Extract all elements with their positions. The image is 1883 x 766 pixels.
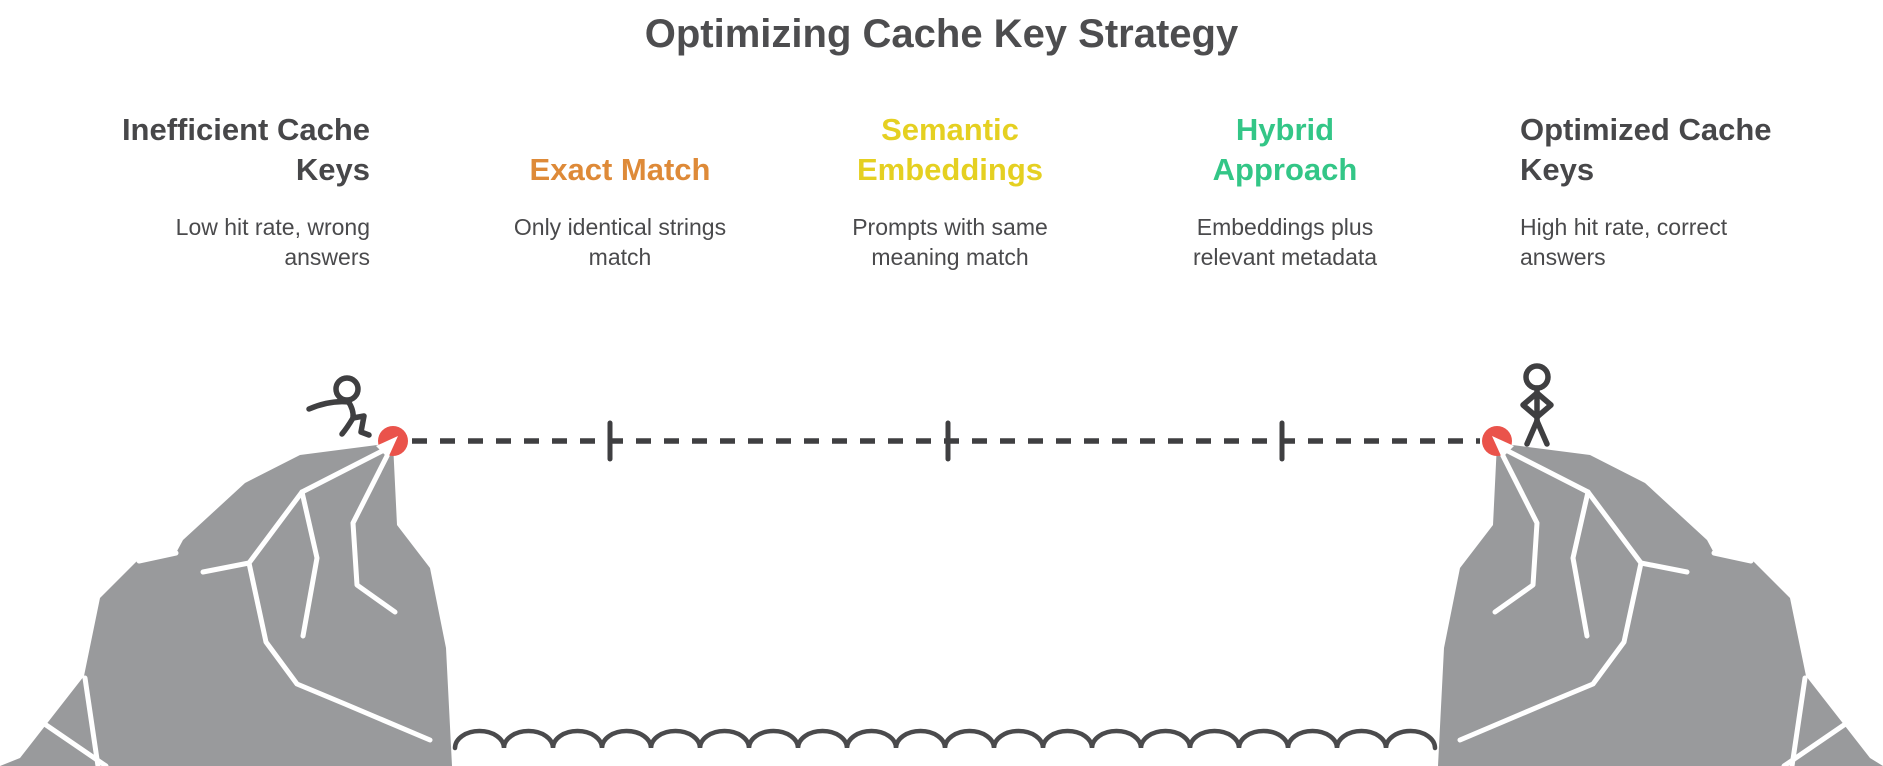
right-cliff [1438, 443, 1883, 766]
start-marker [376, 426, 408, 458]
stage-label-box: Hybrid Approach [1120, 106, 1450, 190]
stage-label-box: Exact Match [455, 106, 785, 190]
stage-exact-match: Exact Match Only identical strings match [455, 106, 785, 272]
figure-head [1523, 363, 1551, 391]
left-cliff [0, 443, 452, 766]
stage-label-box: Semantic Embeddings [785, 106, 1115, 190]
stage-description: Only identical strings match [513, 214, 727, 270]
stick-figure-standing-icon [1520, 363, 1554, 447]
stage-label: Exact Match [529, 152, 711, 187]
left-cliff-rock [0, 443, 452, 766]
tightrope [412, 420, 1480, 462]
right-cliff-rock [1438, 443, 1883, 766]
stage-label: Hybrid Approach [1212, 112, 1358, 187]
stage-label: Optimized Cache Keys [1520, 112, 1772, 187]
stage-hybrid-approach: Hybrid Approach Embeddings plus relevant… [1120, 106, 1450, 272]
start-marker-arrow-icon [376, 436, 398, 458]
left-cliff-cracks [27, 445, 433, 766]
stage-description: Low hit rate, wrong answers [175, 214, 370, 270]
figure-head [333, 375, 361, 403]
stage-description: High hit rate, correct answers [1520, 214, 1728, 270]
stage-label: Semantic Embeddings [856, 112, 1043, 187]
stage-description: Embeddings plus relevant metadata [1192, 214, 1378, 270]
end-marker [1482, 426, 1514, 458]
stage-label-box: Inefficient Cache Keys [30, 106, 370, 190]
page-title: Optimizing Cache Key Strategy [644, 12, 1239, 56]
stage-optimized-cache-keys: Optimized Cache Keys High hit rate, corr… [1520, 106, 1860, 272]
stage-inefficient-cache-keys: Inefficient Cache Keys Low hit rate, wro… [30, 106, 370, 272]
stage-label: Inefficient Cache Keys [121, 112, 370, 187]
end-marker-arrow-icon [1492, 436, 1514, 458]
stage-description: Prompts with same meaning match [852, 214, 1048, 270]
stick-figure-walking-icon [306, 375, 372, 438]
stage-label-box: Optimized Cache Keys [1520, 106, 1860, 190]
stage-semantic-embeddings: Semantic Embeddings Prompts with same me… [785, 106, 1115, 272]
water-wave-line [452, 728, 1438, 751]
right-cliff-cracks [1457, 445, 1863, 766]
